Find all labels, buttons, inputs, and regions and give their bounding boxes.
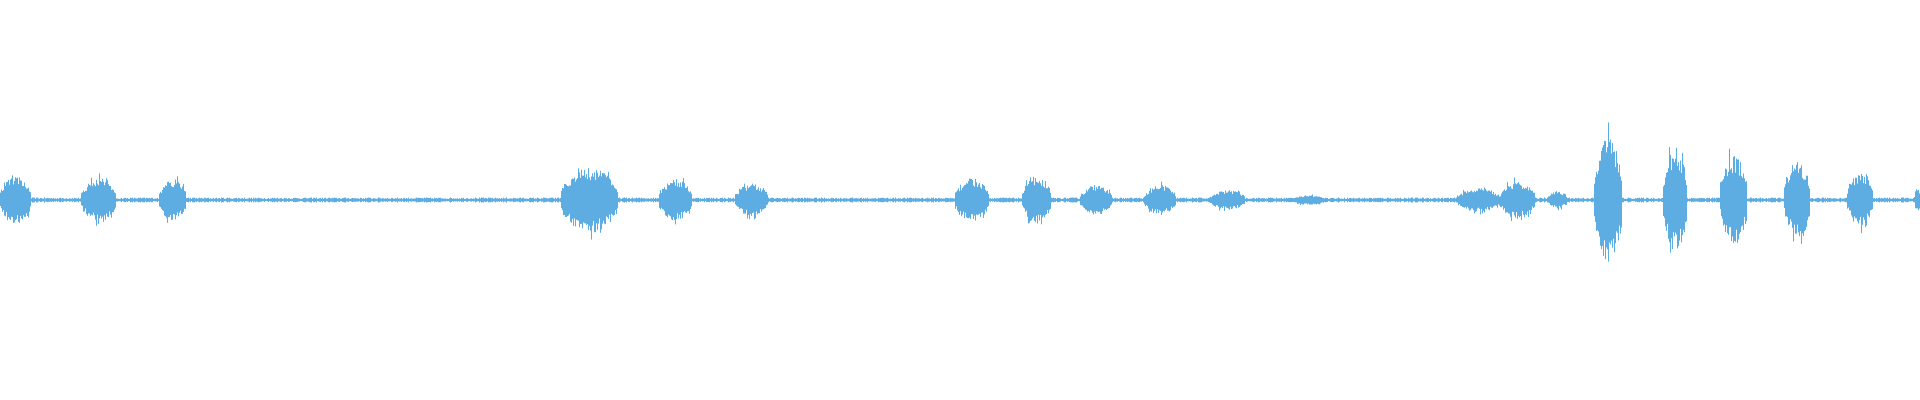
waveform-burst-3 (159, 176, 186, 223)
waveform-burst-17 (1663, 147, 1687, 253)
waveform-burst-5 (659, 177, 692, 225)
waveform-burst-20 (1847, 173, 1873, 234)
waveform-burst-10 (1144, 181, 1176, 215)
waveform-burst-16 (1594, 122, 1622, 262)
waveform-burst-1 (0, 175, 31, 223)
waveform-burst-14 (1500, 177, 1535, 222)
waveform-burst-13 (1457, 187, 1500, 215)
waveform-burst-9 (1080, 185, 1112, 215)
waveform-burst-2 (81, 173, 116, 226)
waveform-burst-21 (1914, 189, 1920, 211)
waveform-burst-15 (1548, 191, 1567, 211)
waveform-burst-6 (735, 183, 768, 220)
waveform-burst-18 (1720, 148, 1747, 244)
waveform-burst-11 (1210, 190, 1245, 212)
waveform-burst-12 (1292, 194, 1325, 205)
waveform-burst-7 (955, 178, 989, 221)
waveform-burst-4 (561, 168, 618, 240)
waveform-burst-8 (1022, 176, 1051, 225)
waveform-burst-19 (1784, 162, 1810, 244)
